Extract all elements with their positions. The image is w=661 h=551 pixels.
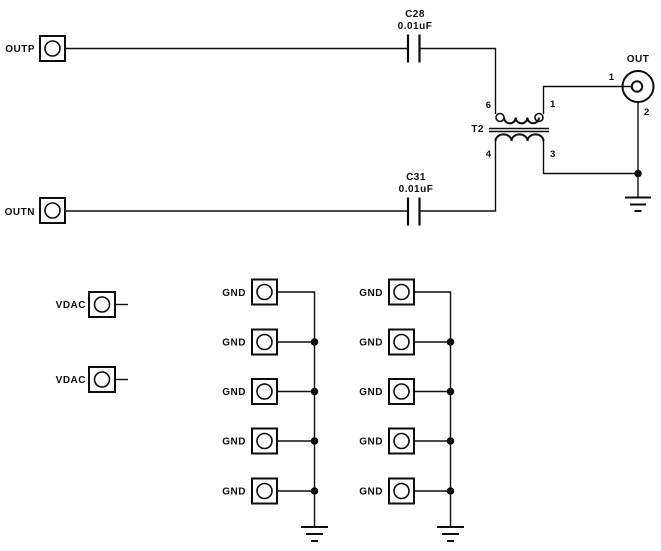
t2-pin6-label: 6 — [486, 100, 491, 111]
out-pin1-label: 1 — [609, 72, 615, 83]
t2-pin3-label: 3 — [550, 149, 555, 160]
gnd-right-terminal-1[interactable] — [388, 278, 415, 306]
t2-top-winding — [503, 117, 540, 125]
gnd-right-terminal-4[interactable] — [388, 427, 415, 455]
outn-label: OUTN — [5, 207, 35, 218]
c28-ref: C28 — [405, 9, 425, 20]
t2-pin1-label: 1 — [550, 99, 556, 110]
outn-terminal[interactable] — [39, 197, 66, 224]
vdac1-terminal[interactable] — [88, 291, 116, 318]
c31-value: 0.01uF — [399, 184, 434, 195]
out-pin2-label: 2 — [644, 107, 649, 118]
junction-dot — [310, 387, 319, 396]
gnd-left-terminal-3[interactable] — [251, 378, 278, 405]
gnd-left-label-1: GND — [222, 288, 246, 299]
wire-c31-to-t2-pin4 — [420, 141, 497, 212]
ground-symbol-right — [437, 526, 464, 542]
wire-t2-pin3-to-gnd-node — [542, 141, 638, 175]
t2-bottom-winding — [494, 133, 545, 142]
junction-dot — [310, 338, 319, 346]
capacitor-c31[interactable]: C31 0.01uF — [399, 172, 434, 226]
out-label: OUT — [627, 54, 650, 65]
t2-pin4-label: 4 — [486, 149, 492, 160]
gnd-right-label-4: GND — [359, 437, 383, 448]
junction-dot — [446, 387, 455, 396]
t2-top-right-terminal-circle — [534, 112, 544, 123]
ground-symbol-left — [301, 526, 328, 542]
c28-plates — [406, 34, 421, 63]
gnd-left-label-5: GND — [222, 487, 246, 498]
gnd-column-left: GND GND GND GND GND — [222, 278, 328, 542]
t2-ref: T2 — [471, 124, 484, 135]
junction-dot — [446, 338, 455, 346]
gnd-column-right: GND GND GND GND GND — [359, 278, 464, 542]
gnd-right-label-1: GND — [359, 288, 383, 299]
vdac2-terminal[interactable] — [88, 366, 116, 393]
gnd-right-bus — [414, 291, 452, 527]
gnd-right-terminal-3[interactable] — [388, 378, 415, 405]
outp-terminal[interactable] — [39, 35, 66, 62]
gnd-left-label-3: GND — [222, 387, 246, 398]
wire-c28-to-t2-pin6 — [420, 47, 497, 114]
vdac1-label: VDAC — [56, 300, 86, 311]
gnd-right-terminal-2[interactable] — [388, 328, 415, 356]
capacitor-c28[interactable]: C28 0.01uF — [398, 9, 433, 63]
gnd-left-label-2: GND — [222, 338, 246, 349]
junction-dot — [446, 487, 455, 495]
gnd-left-terminal-5[interactable] — [251, 477, 278, 505]
transformer-t2[interactable]: T2 6 1 4 3 — [471, 99, 556, 160]
gnd-right-label-5: GND — [359, 487, 383, 498]
c28-value: 0.01uF — [398, 21, 433, 32]
gnd-left-bus — [277, 291, 316, 527]
junction-dot — [446, 437, 455, 445]
vdac2-label: VDAC — [56, 375, 86, 386]
c31-ref: C31 — [406, 172, 426, 183]
gnd-left-terminal-4[interactable] — [251, 427, 278, 455]
gnd-right-label-3: GND — [359, 387, 383, 398]
wire-t2-pin1-to-out — [542, 85, 632, 114]
gnd-left-terminal-1[interactable] — [251, 278, 278, 306]
c31-plates — [406, 197, 421, 226]
t2-top-left-terminal-circle — [495, 112, 505, 123]
gnd-left-terminal-2[interactable] — [251, 328, 278, 356]
gnd-left-label-4: GND — [222, 437, 246, 448]
junction-dot — [310, 487, 319, 495]
ground-symbol-out — [625, 196, 651, 212]
gnd-right-terminal-5[interactable] — [388, 477, 415, 505]
junction-dot-out — [634, 169, 642, 178]
gnd-right-label-2: GND — [359, 338, 383, 349]
outp-label: OUTP — [5, 44, 35, 55]
junction-dot — [310, 437, 319, 445]
t2-core — [489, 127, 549, 133]
